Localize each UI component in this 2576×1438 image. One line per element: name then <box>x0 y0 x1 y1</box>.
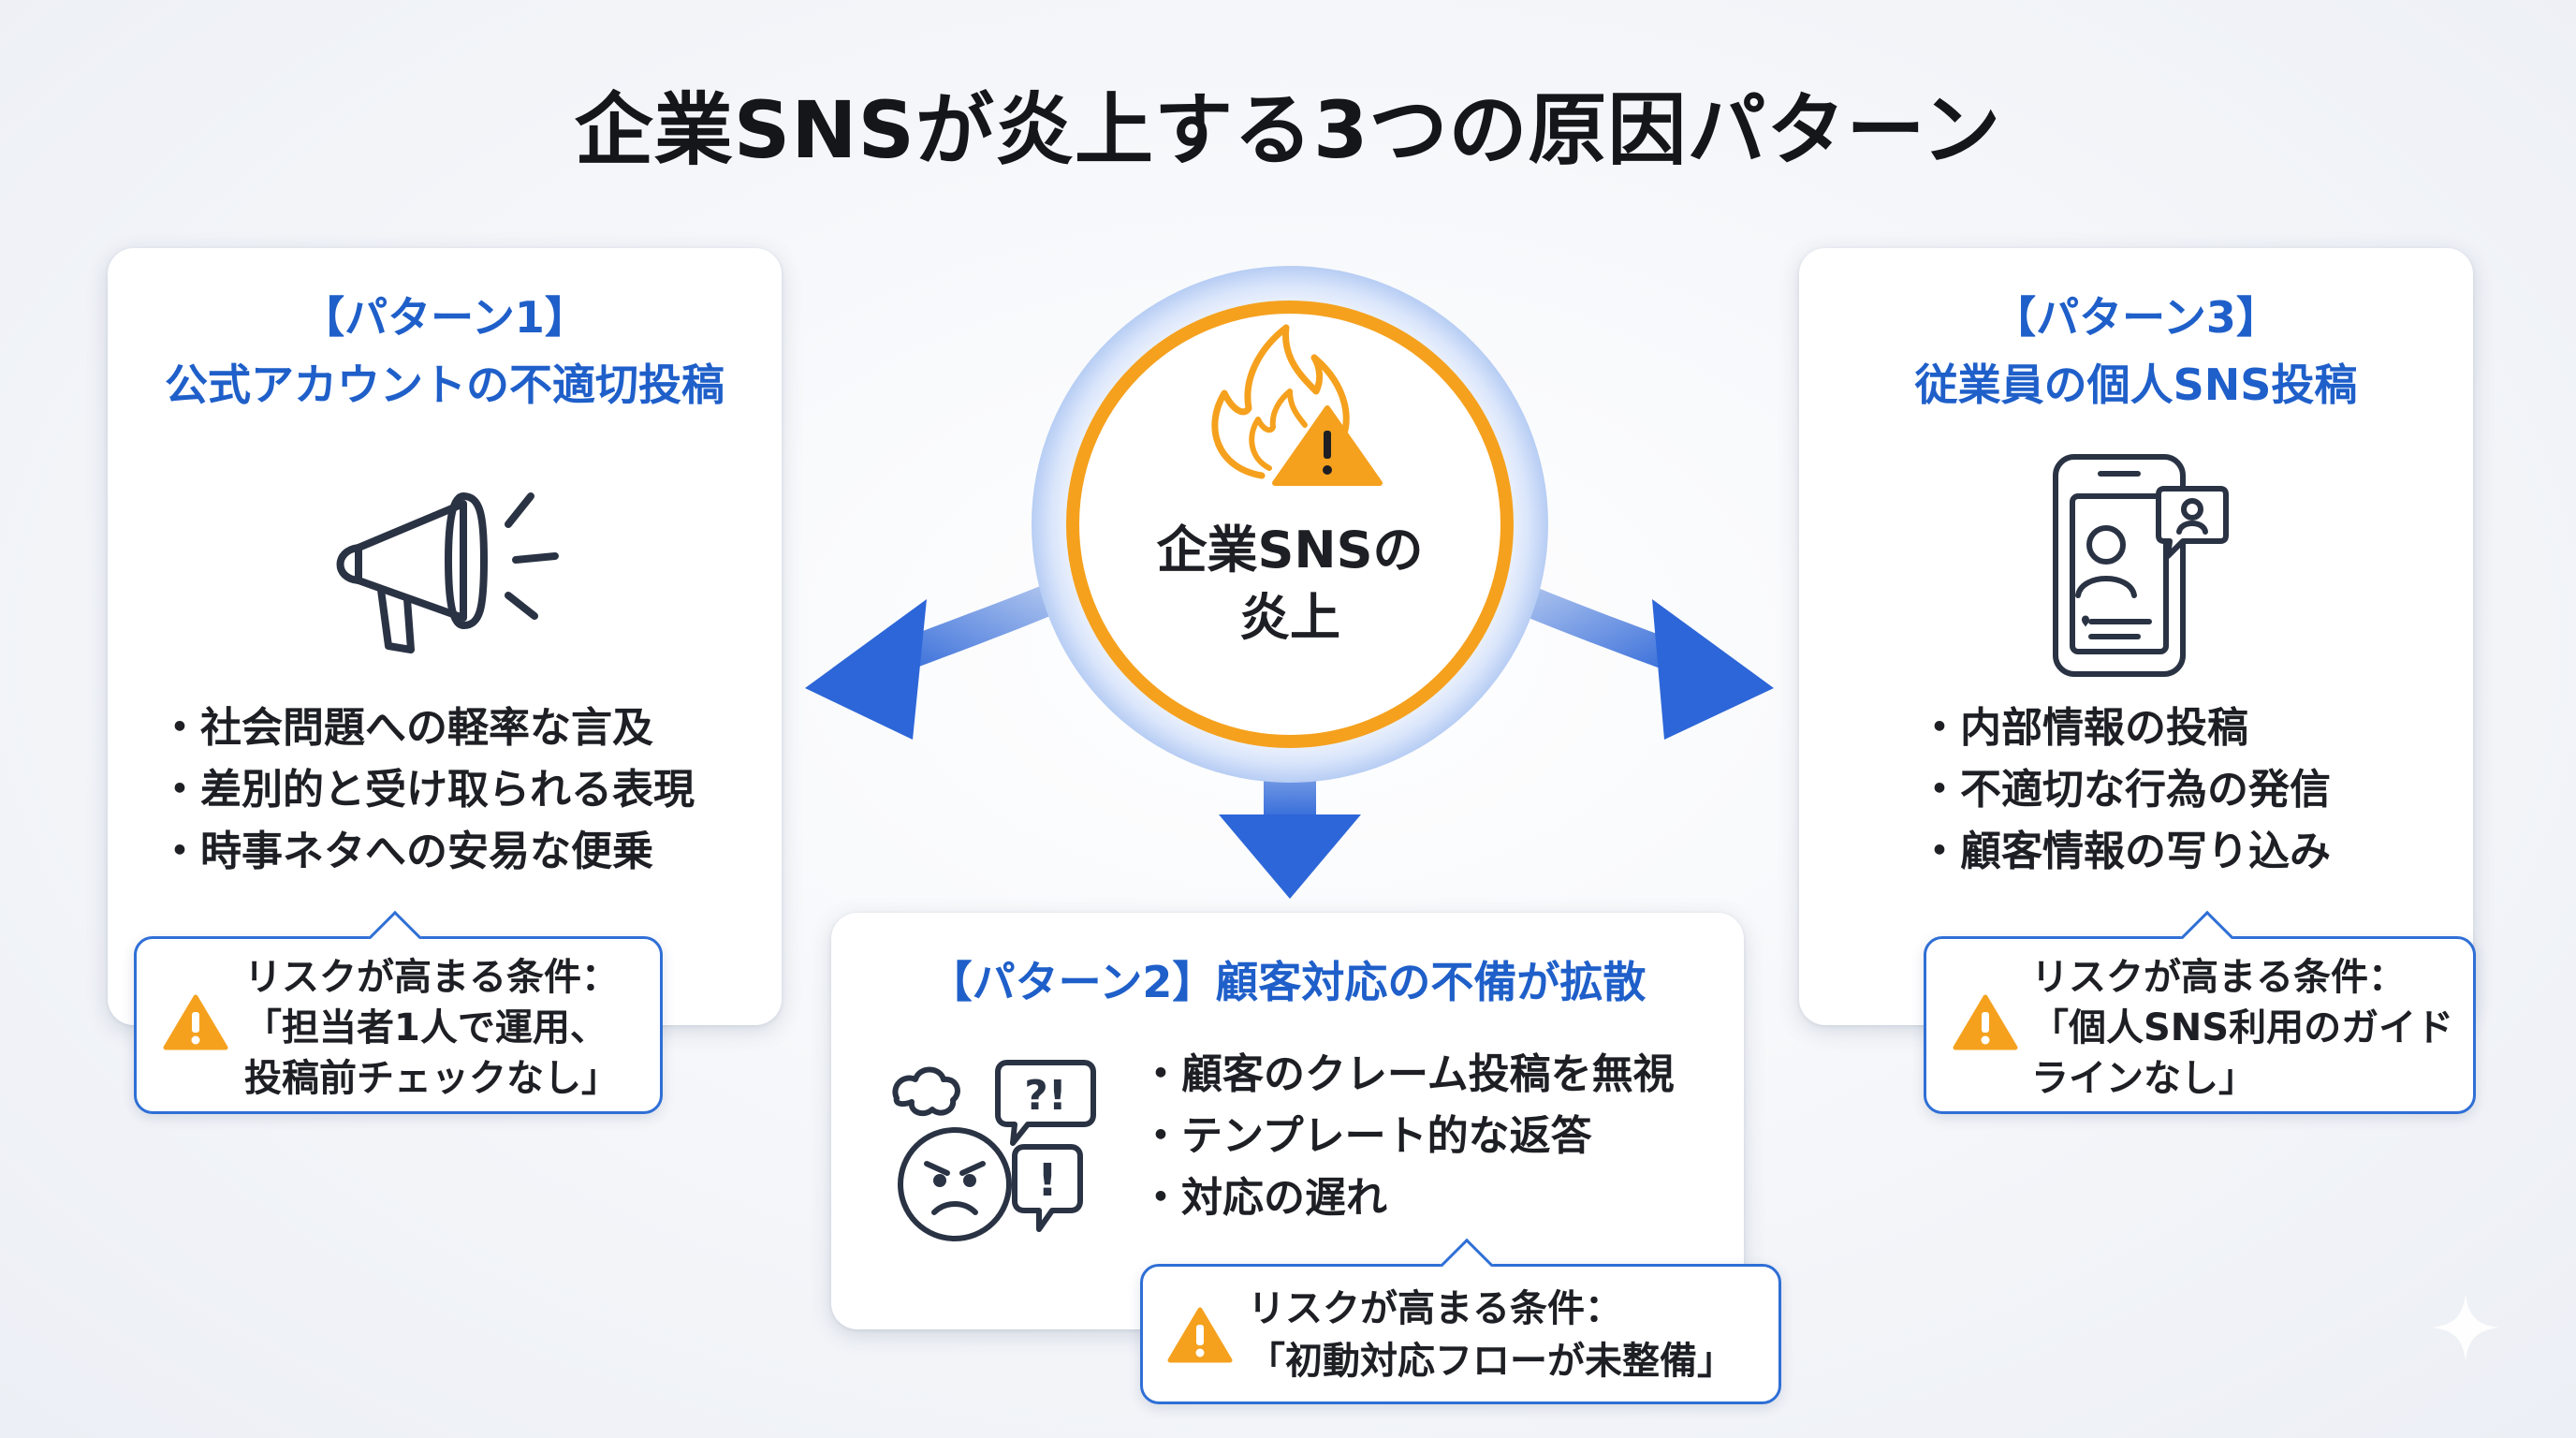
pattern1-risk-box: リスクが高まる条件： 「担当者1人で運用、 投稿前チェックなし」 <box>134 910 663 1114</box>
pattern1-risk-line1: リスクが高まる条件： <box>244 956 619 999</box>
pattern1-risk-line3: 投稿前チェックなし」 <box>244 1057 619 1100</box>
fire-warning-icon <box>1211 324 1383 486</box>
angry-customer-icon: ?! ! <box>892 1060 1096 1241</box>
list-item: 不適切な行為の発信 <box>1919 759 2331 821</box>
pattern1-title-line1: 【パターン1】 <box>301 292 588 343</box>
pattern2-card: 【パターン2】顧客対応の不備が拡散 ?! ! 顧客のクレーム投稿を無視 テンプレ… <box>831 913 1744 1329</box>
pattern3-risk-box: リスクが高まる条件： 「個人SNS利用のガイド ラインなし」 <box>1924 910 2476 1114</box>
pattern3-risk-line2: 「個人SNS利用のガイド <box>2031 1006 2454 1049</box>
pattern2-bullet-list: 顧客のクレーム投稿を無視 テンプレート的な返答 対応の遅れ <box>1140 1044 1675 1229</box>
list-item: 社会問題への軽率な言及 <box>159 697 695 759</box>
pattern1-title-line2: 公式アカウントの不適切投稿 <box>165 360 724 410</box>
pattern3-title-line2: 従業員の個人SNS投稿 <box>1914 360 2358 410</box>
list-item: 顧客情報の写り込み <box>1919 821 2331 883</box>
pattern2-risk-line2: 「初動対応フローが未整備」 <box>1248 1340 1734 1383</box>
pattern3-card: 【パターン3】 従業員の個人SNS投稿 内部情報の投稿 不適切な行為の発信 顧客… <box>1799 248 2473 1025</box>
pattern3-bullet-list: 内部情報の投稿 不適切な行為の発信 顧客情報の写り込み <box>1919 697 2331 883</box>
smartphone-post-icon <box>2053 454 2229 677</box>
megaphone-icon <box>336 492 559 653</box>
pattern2-risk-box: リスクが高まる条件： 「初動対応フローが未整備」 <box>1140 1238 1781 1404</box>
page-title: 企業SNSが炎上する3つの原因パターン <box>574 84 2002 176</box>
svg-text:?!: ?! <box>1024 1072 1067 1120</box>
pattern1-risk-line2: 「担当者1人で運用、 <box>244 1006 607 1049</box>
pattern3-risk-line3: ラインなし」 <box>2031 1057 2256 1100</box>
list-item: 時事ネタへの安易な便乗 <box>159 821 695 883</box>
sparkle-icon <box>2432 1294 2499 1361</box>
pattern3-title-line1: 【パターン3】 <box>1993 292 2279 343</box>
center-ring <box>1032 266 1548 783</box>
list-item: 顧客のクレーム投稿を無視 <box>1140 1044 1675 1106</box>
warning-icon <box>1167 1307 1233 1363</box>
svg-text:!: ! <box>1037 1154 1058 1207</box>
warning-icon <box>1953 994 2018 1050</box>
warning-icon <box>163 994 228 1050</box>
center-label-line2: 炎上 <box>1239 588 1340 647</box>
list-item: 差別的と受け取られる表現 <box>159 759 695 821</box>
list-item: 対応の遅れ <box>1140 1167 1675 1229</box>
pattern1-bullet-list: 社会問題への軽率な言及 差別的と受け取られる表現 時事ネタへの安易な便乗 <box>159 697 695 883</box>
list-item: 内部情報の投稿 <box>1919 697 2331 759</box>
pattern1-card: 【パターン1】 公式アカウントの不適切投稿 社会問題への軽率な言及 差別的と受け… <box>108 248 782 1025</box>
list-item: テンプレート的な返答 <box>1140 1106 1675 1167</box>
center-label-line1: 企業SNSの <box>1156 521 1424 580</box>
pattern3-risk-line1: リスクが高まる条件： <box>2031 956 2406 999</box>
center-node: 企業SNSの 炎上 <box>1028 262 1552 786</box>
pattern2-title: 【パターン2】顧客対応の不備が拡散 <box>929 957 1647 1007</box>
pattern2-risk-line1: リスクが高まる条件： <box>1248 1287 1622 1330</box>
arrow-to-pattern1 <box>805 571 1090 740</box>
